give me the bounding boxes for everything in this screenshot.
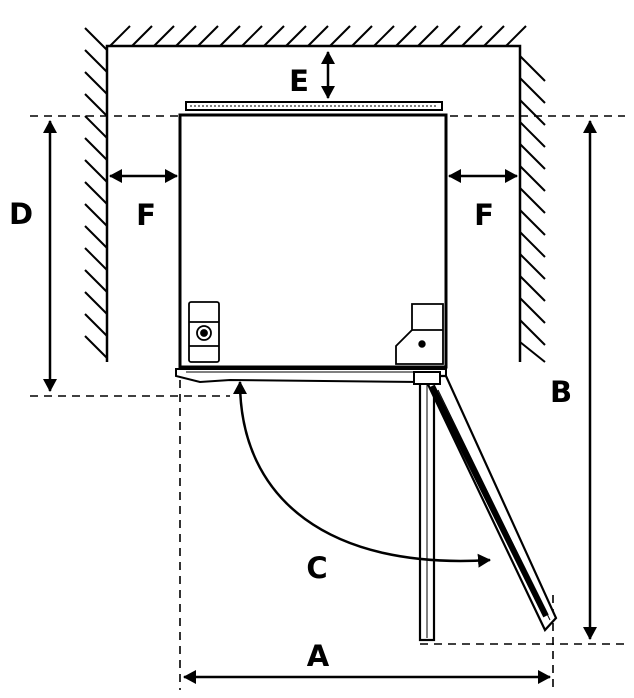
label-d: D bbox=[9, 197, 33, 231]
door-closed-outline bbox=[175, 368, 447, 384]
label-f-left: F bbox=[136, 198, 156, 232]
dimension-arrows bbox=[43, 51, 597, 684]
wall-niche bbox=[84, 25, 546, 363]
dimension-c-swing-arrow bbox=[233, 381, 491, 568]
fridge-cabinet bbox=[178, 113, 448, 369]
fridge-body bbox=[178, 101, 448, 369]
label-e: E bbox=[289, 64, 309, 98]
left-hinge-detail bbox=[188, 301, 220, 363]
label-f-right: F bbox=[474, 198, 494, 232]
left-wall-hatching bbox=[84, 27, 108, 359]
right-hinge-detail bbox=[395, 303, 444, 365]
right-wall-hatching bbox=[519, 55, 546, 363]
label-b: B bbox=[550, 375, 572, 409]
label-c: C bbox=[306, 551, 327, 585]
door-open bbox=[413, 371, 558, 642]
label-a: A bbox=[307, 639, 330, 673]
top-wall-hatching bbox=[109, 25, 527, 47]
dimension-labels: E F F D B C A bbox=[9, 64, 572, 673]
